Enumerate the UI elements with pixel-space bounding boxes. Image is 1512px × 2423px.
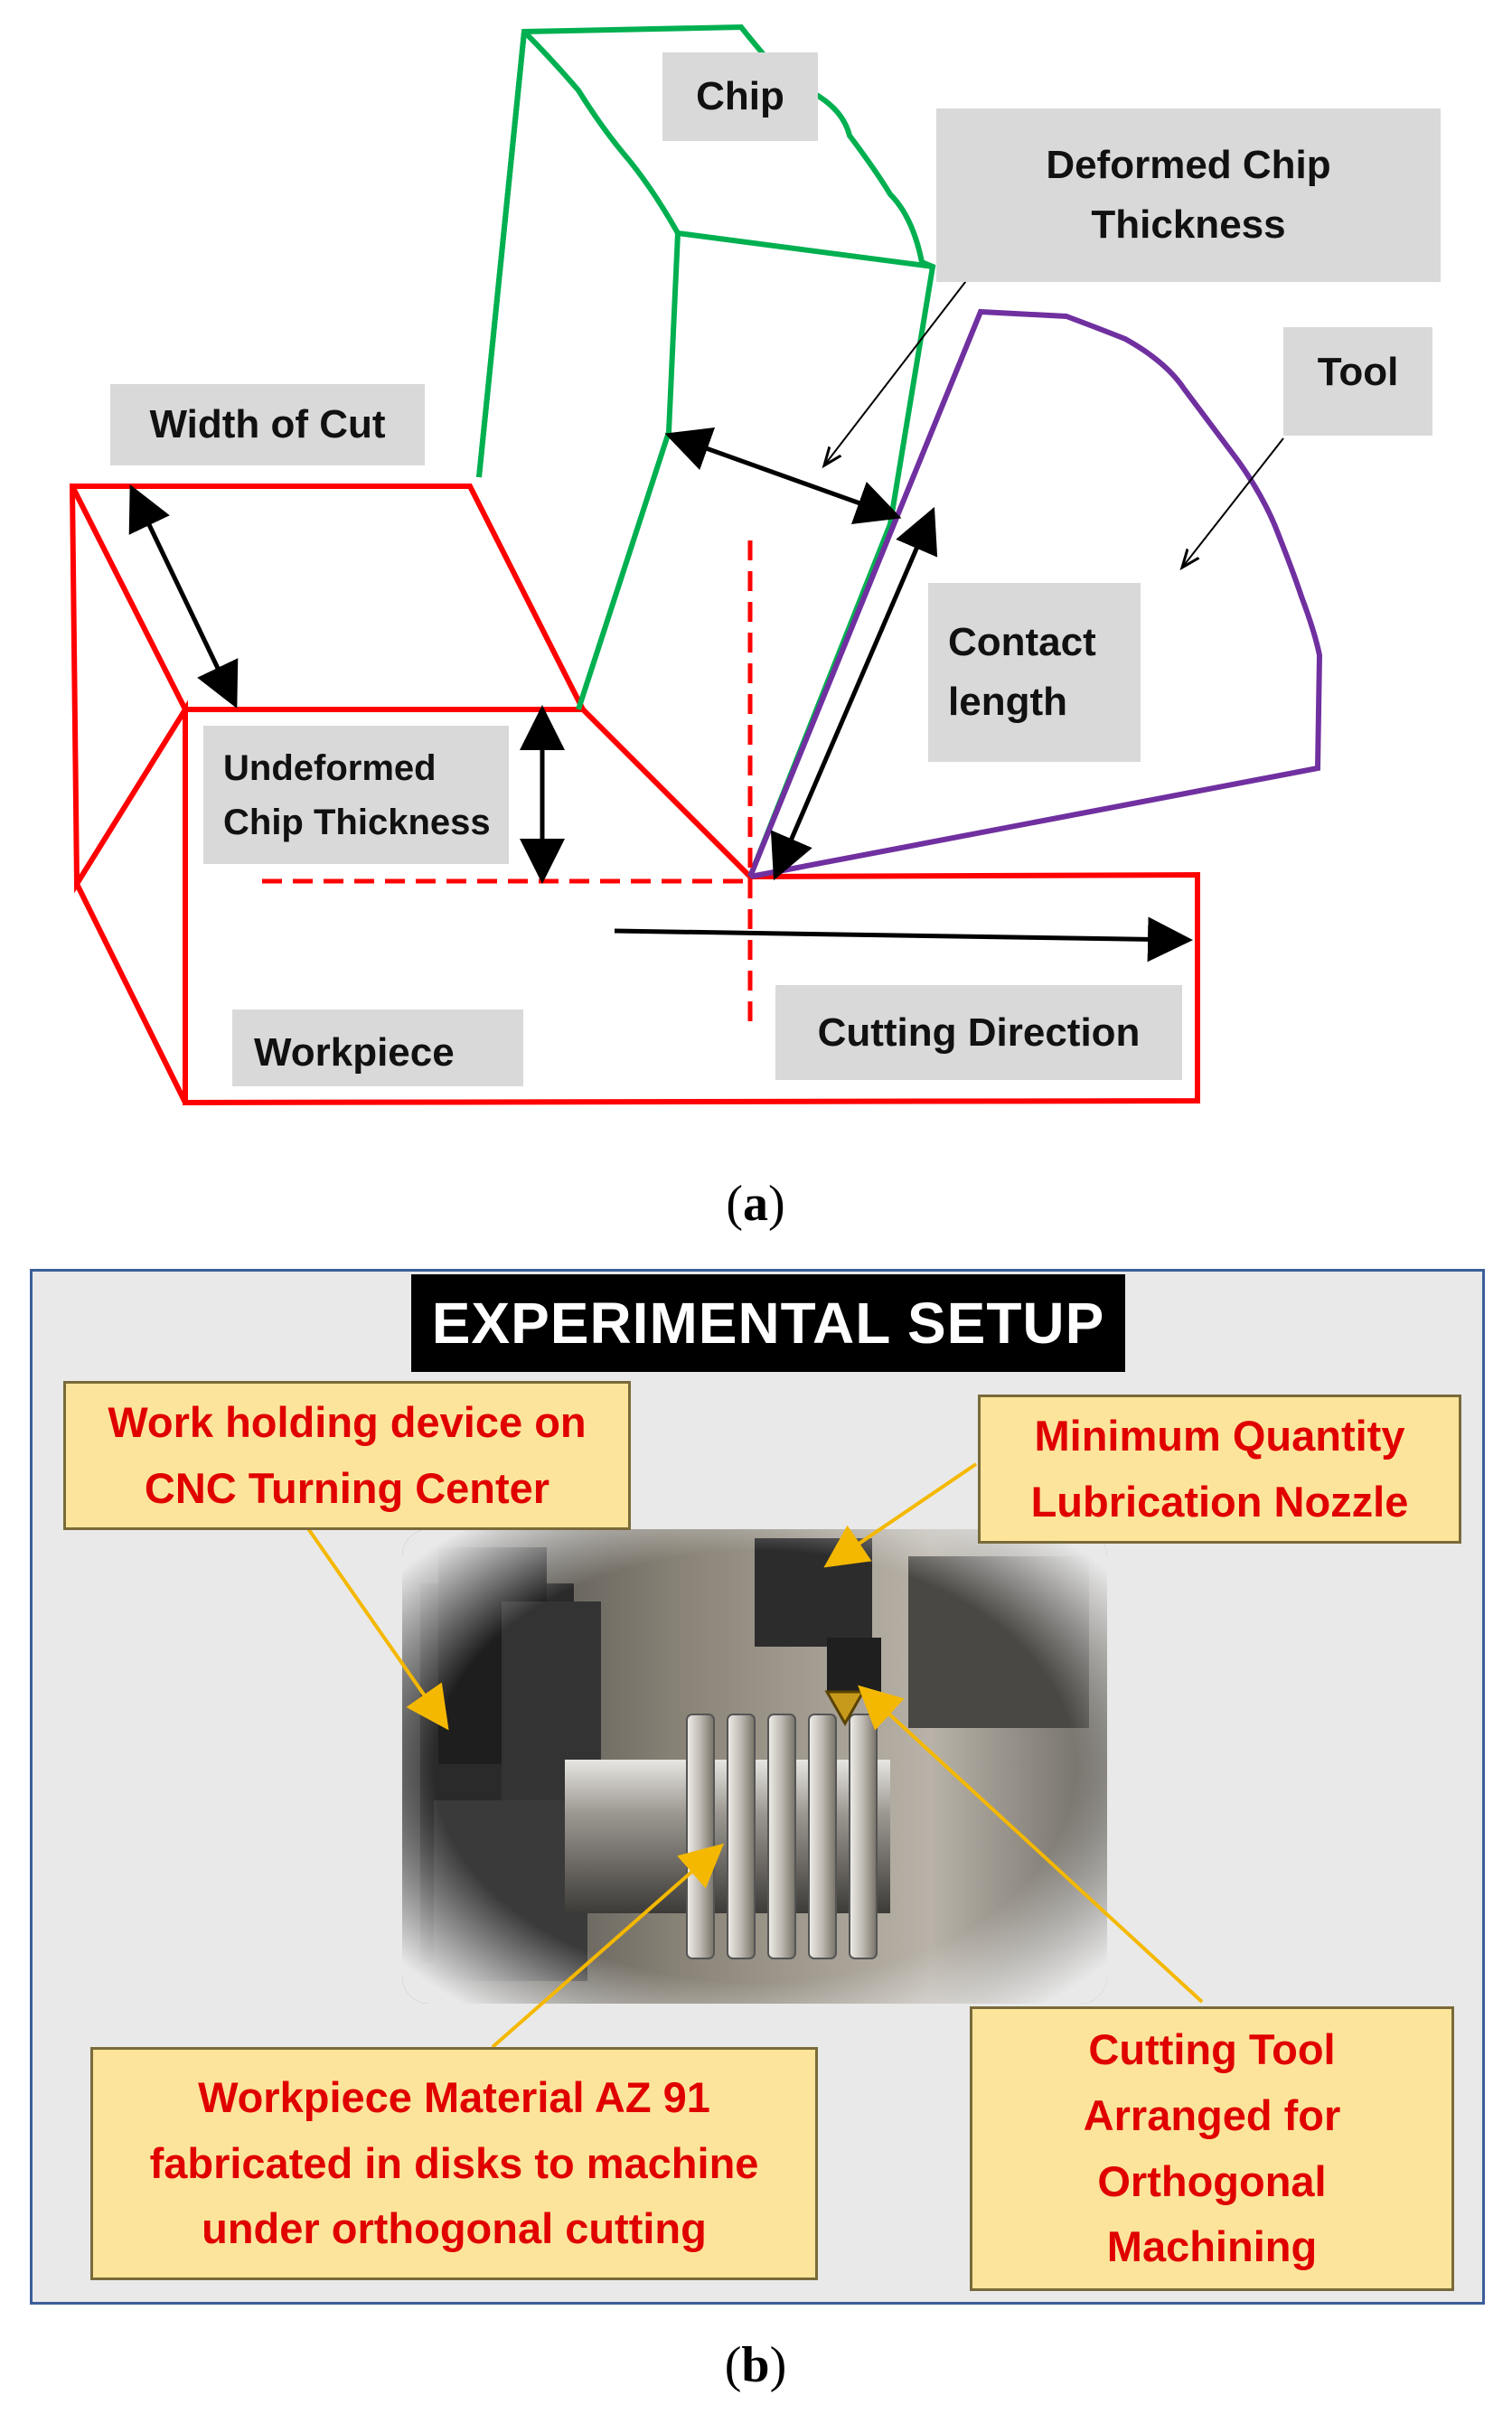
workpiece-material-line1: Workpiece Material AZ 91 — [198, 2072, 710, 2121]
cutting-tool-line2: Arranged for — [1083, 2090, 1341, 2139]
caption-b-text: (b) — [724, 2337, 787, 2393]
label-undeformed-chip-thickness: Undeformed Chip Thickness — [203, 726, 509, 864]
tool-text: Tool — [1317, 350, 1399, 394]
callout-workpiece-material: Workpiece Material AZ 91 fabricated in d… — [90, 2047, 818, 2280]
workpiece-material-line3: under orthogonal cutting — [202, 2204, 707, 2253]
deformed-chip-line2: Thickness — [1091, 202, 1286, 247]
label-deformed-chip-thickness: Deformed Chip Thickness — [936, 108, 1441, 282]
contact-length-line1: Contact — [948, 620, 1096, 664]
setup-title: EXPERIMENTAL SETUP — [411, 1274, 1125, 1372]
chip-text: Chip — [696, 74, 784, 118]
label-workpiece: Workpiece — [232, 1010, 523, 1086]
contact-length-line2: length — [948, 680, 1067, 724]
caption-b: (b) — [665, 2336, 846, 2394]
callout-cutting-tool: Cutting Tool Arranged for Orthogonal Mac… — [970, 2006, 1454, 2291]
callout-work-holding: Work holding device on CNC Turning Cente… — [63, 1381, 631, 1530]
lathe-photo — [402, 1529, 1107, 2004]
label-chip: Chip — [662, 52, 818, 141]
tool-outline — [747, 308, 1323, 879]
caption-a: (a) — [665, 1175, 846, 1233]
mql-line1: Minimum Quantity — [1034, 1411, 1405, 1460]
label-tool: Tool — [1283, 327, 1432, 436]
label-contact-length: Contact length — [928, 583, 1141, 762]
reference-lines — [262, 540, 753, 1021]
label-width-of-cut: Width of Cut — [110, 384, 425, 465]
mql-line2: Lubrication Nozzle — [1030, 1477, 1409, 1526]
work-holding-line1: Work holding device on — [108, 1397, 587, 1446]
callout-mql-nozzle: Minimum Quantity Lubrication Nozzle — [978, 1395, 1461, 1544]
leader-arrows — [824, 261, 1284, 568]
cutting-tool-line1: Cutting Tool — [1088, 2024, 1336, 2073]
lathe-photo-illustration — [402, 1529, 1107, 2004]
label-cutting-direction: Cutting Direction — [775, 985, 1182, 1080]
work-holding-line2: CNC Turning Center — [144, 1463, 550, 1512]
cutting-direction-text: Cutting Direction — [817, 1010, 1141, 1055]
workpiece-outline — [69, 484, 1200, 1106]
cutting-tool-line4: Machining — [1106, 2222, 1318, 2271]
undeformed-line2: Chip Thickness — [223, 802, 491, 842]
workpiece-material-line2: fabricated in disks to machine — [149, 2138, 759, 2187]
width-of-cut-text: Width of Cut — [149, 402, 386, 446]
cutting-tool-line3: Orthogonal — [1097, 2156, 1327, 2205]
undeformed-line1: Undeformed — [223, 747, 437, 788]
chip-outline — [476, 23, 936, 878]
deformed-chip-line1: Deformed Chip — [1046, 143, 1331, 187]
workpiece-text: Workpiece — [254, 1030, 455, 1075]
dimension-arrows — [128, 427, 1193, 963]
caption-a-text: (a) — [726, 1176, 785, 1232]
